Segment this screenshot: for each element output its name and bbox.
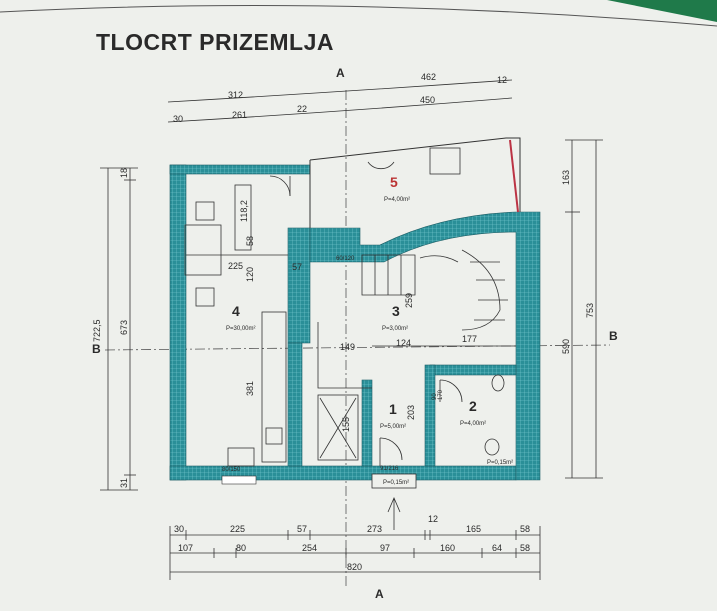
room5-door-arc (367, 161, 395, 170)
section-mark-b-right: B (609, 329, 618, 343)
right-dimensions (565, 139, 603, 479)
door-main-tag: 91/216 (380, 466, 399, 472)
dim-top-450: 450 (420, 95, 435, 105)
room1-area: P=5,00m² (380, 424, 406, 430)
window-kitchen-tag: 80/150 (222, 467, 241, 473)
dim-int-155: 155 (341, 417, 351, 432)
dim-top-261: 261 (232, 110, 247, 120)
entry-door (371, 473, 417, 530)
dim-int-124: 124 (396, 338, 411, 348)
section-mark-a-top: A (336, 66, 345, 80)
dim-int-177: 177 (462, 334, 477, 344)
section-mark-a-bottom: A (375, 587, 384, 601)
dim-int-149: 149 (340, 342, 355, 352)
dim-int-90: 90 (432, 393, 438, 400)
room2-area: P=4,00m² (460, 421, 486, 427)
dim-int-381: 381 (245, 381, 255, 396)
dim-bot-80: 80 (236, 543, 246, 553)
section-mark-b-left: B (92, 342, 101, 356)
entry-area-tag: P=0,15m² (383, 480, 409, 486)
dim-int-58: 58 (245, 236, 255, 246)
top-dimensions (167, 79, 513, 123)
dim-right-163: 163 (561, 170, 571, 185)
dim-bot-57: 57 (297, 524, 307, 534)
dim-bot-254: 254 (302, 543, 317, 553)
bath-area-tag: P=0,15m² (487, 460, 513, 466)
staircase (361, 249, 508, 331)
dim-int-225: 225 (228, 261, 243, 271)
dim-top-462: 462 (421, 72, 436, 82)
dim-left-18: 18 (119, 168, 129, 178)
dim-left-673: 673 (119, 320, 129, 335)
dim-int-170: 170 (438, 389, 444, 400)
green-corner-decoration (607, 0, 717, 22)
dim-bot-160: 160 (440, 543, 455, 553)
dim-int-120: 120 (245, 267, 255, 282)
walls (169, 164, 541, 481)
room5-area: P=4,00m² (384, 197, 410, 203)
dim-top-12: 12 (497, 75, 507, 85)
room4-area: P=30,00m² (226, 326, 256, 332)
dim-bot-64: 64 (492, 543, 502, 553)
dim-bot-58b: 58 (520, 543, 530, 553)
dim-bot-820: 820 (347, 562, 362, 572)
railing (509, 139, 519, 213)
room5-fixture (429, 147, 461, 175)
window-stair-tag: 60/120 (336, 256, 355, 262)
room2-number: 2 (469, 398, 477, 414)
room4-furniture (184, 175, 291, 467)
dim-int-1182: 118,2 (239, 200, 249, 222)
dim-top-22: 22 (297, 104, 307, 114)
bath-fixtures (439, 374, 505, 456)
room5-outline (309, 137, 521, 228)
dim-bot-58a: 58 (520, 524, 530, 534)
room3-area: P=3,00m² (382, 326, 408, 332)
window-kitchen-frame (221, 475, 257, 485)
room3-number: 3 (392, 303, 400, 319)
dim-bot-273: 273 (367, 524, 382, 534)
dim-int-259: 259 (404, 293, 414, 308)
dim-top-312: 312 (228, 90, 243, 100)
dim-bot-165: 165 (466, 524, 481, 534)
dim-bot-107: 107 (178, 543, 193, 553)
dim-int-57: 57 (292, 262, 302, 272)
plan-title: TLOCRT PRIZEMLJA (96, 29, 334, 55)
dim-right-590: 590 (561, 339, 571, 354)
paper-edge-line (0, 5, 717, 27)
left-dimensions (100, 167, 138, 491)
dim-bot-12: 12 (428, 514, 438, 524)
dim-bot-97: 97 (380, 543, 390, 553)
dim-bot-225: 225 (230, 524, 245, 534)
dim-right-753: 753 (585, 303, 595, 318)
dim-bot-30: 30 (174, 524, 184, 534)
dim-int-203: 203 (406, 405, 416, 420)
dim-left-31: 31 (119, 478, 129, 488)
room1-number: 1 (389, 401, 397, 417)
dim-left-7225: 722,5 (92, 319, 102, 342)
dim-top-30: 30 (173, 114, 183, 124)
bottom-dimensions (169, 526, 541, 580)
room5-number: 5 (390, 174, 398, 190)
core-lines (317, 322, 516, 466)
room4-number: 4 (232, 303, 240, 319)
